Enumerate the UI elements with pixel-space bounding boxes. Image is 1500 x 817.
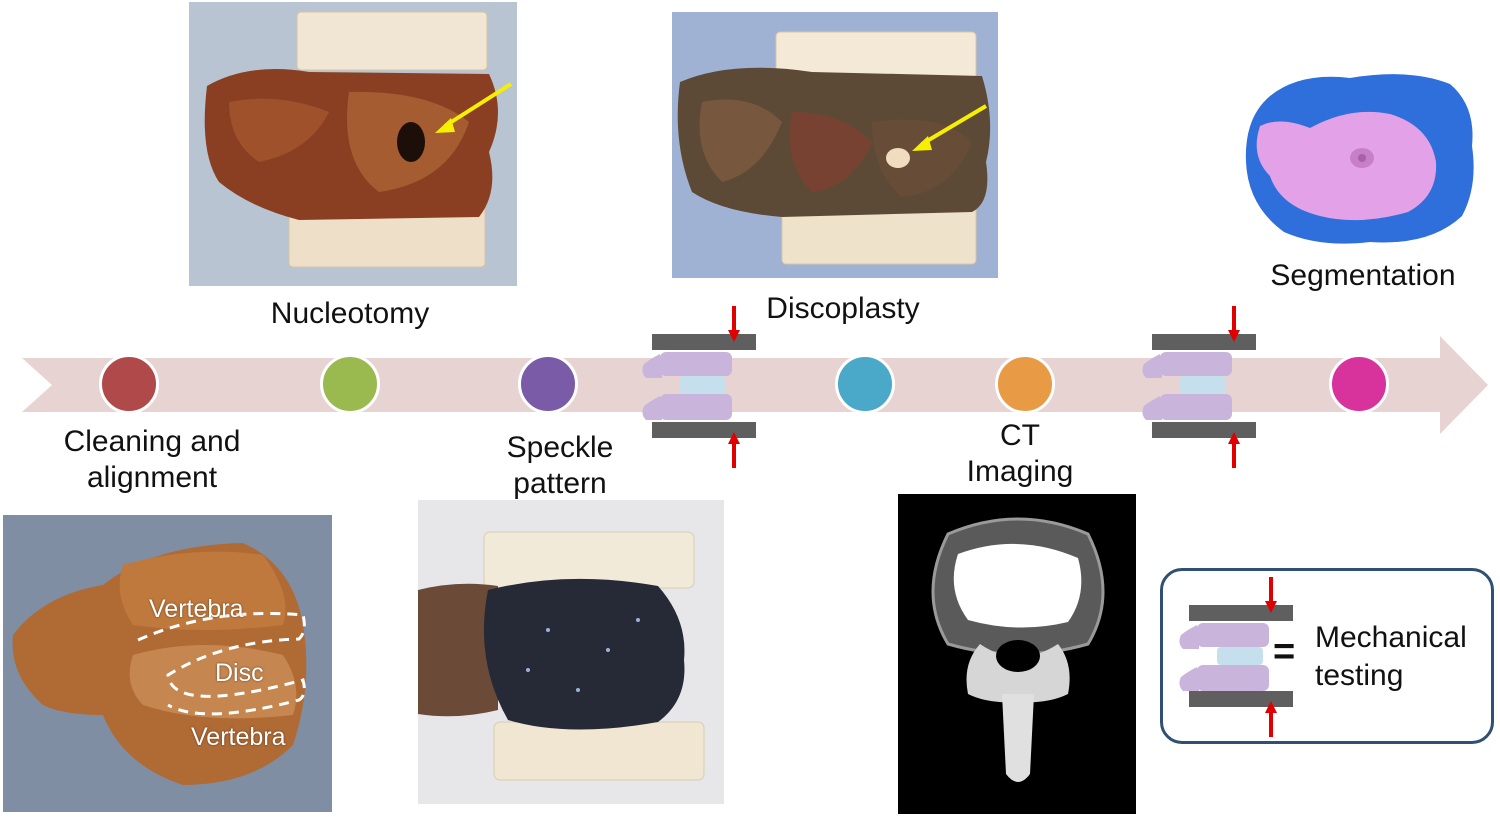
legend-label: Mechanical testing — [1315, 621, 1467, 692]
vertebra-bottom-label: Vertebra — [191, 723, 286, 751]
nucleotomy-photo — [189, 2, 517, 286]
segmentation-image — [1240, 66, 1480, 250]
label-cleaning: Cleaning and alignment — [63, 425, 241, 494]
mechanical-test-icon — [1179, 577, 1293, 737]
label-segmentation: Segmentation — [1270, 259, 1456, 292]
node-speckle — [518, 354, 578, 414]
label-ct: CT Imaging — [966, 419, 1074, 488]
node-ct — [995, 354, 1055, 414]
mechanical-test-icon — [1142, 306, 1256, 468]
node-discoplasty — [835, 354, 895, 414]
node-segmentation — [1329, 354, 1389, 414]
vertebra-top-label: Vertebra — [149, 595, 244, 623]
node-cleaning — [99, 354, 159, 414]
legend-box: = Mechanical testing — [1160, 568, 1494, 744]
label-nucleotomy: Nucleotomy — [270, 297, 430, 330]
disc-label: Disc — [215, 659, 264, 687]
cleaning-photo: Vertebra Disc Vertebra — [3, 515, 332, 812]
timeline-arrow — [22, 336, 1488, 434]
mechanical-test-icon — [642, 306, 756, 468]
ct-image — [898, 494, 1136, 814]
node-nucleotomy — [320, 354, 380, 414]
speckle-photo — [418, 500, 724, 804]
label-speckle: Speckle pattern — [506, 431, 614, 500]
legend-equals: = — [1273, 631, 1296, 673]
label-discoplasty: Discoplasty — [766, 292, 920, 325]
discoplasty-photo — [672, 12, 998, 278]
